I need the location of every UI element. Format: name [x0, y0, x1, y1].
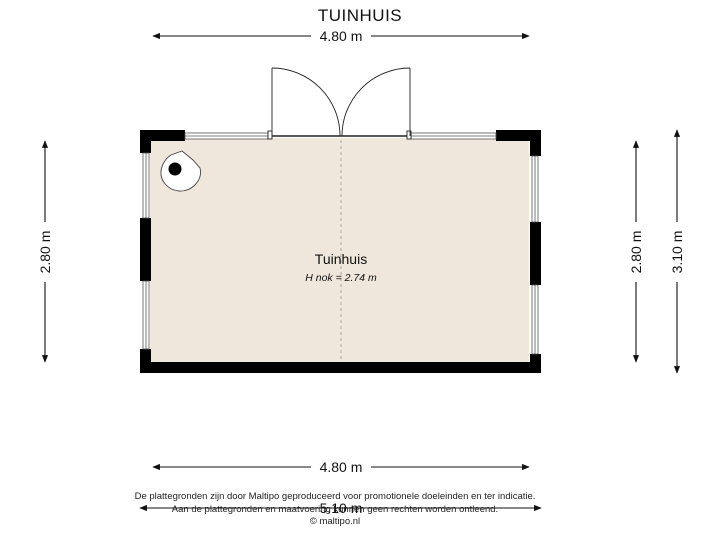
door-jamb-right	[406, 130, 412, 140]
wall-left-bottom	[140, 349, 151, 373]
window-right-upper	[531, 155, 539, 223]
dim-right-outer-label: 3.10 m	[669, 231, 685, 274]
plan-title: TUINHUIS	[317, 6, 403, 25]
window-left-upper	[142, 152, 150, 219]
window-right-lower	[531, 284, 539, 355]
dim-top-label: 4.80 m	[320, 28, 363, 44]
door-swing-left	[271, 67, 341, 137]
room-height-label: H nok = 2.74 m	[305, 272, 377, 284]
stove-icon	[160, 150, 201, 192]
window-top-left	[184, 132, 269, 140]
dim-left-label: 2.80 m	[37, 231, 53, 274]
disclaimer-line-1: De plattegronden zijn door Maltipo gepro…	[134, 491, 536, 502]
dimension-labels: 4.80 m 4.80 m 5.10 m 2.80 m 2.80 m 3.10 …	[37, 28, 685, 516]
wall-corner-top-right	[496, 130, 541, 141]
window-left-lower	[142, 280, 150, 350]
wall-corner-top-left	[140, 130, 185, 141]
dim-bottom-outer-label: 5.10 m	[320, 500, 363, 516]
door-swing-right	[341, 67, 411, 137]
window-top-right	[410, 132, 497, 140]
double-door	[267, 67, 412, 140]
disclaimer-copyright: © maltipo.nl	[309, 516, 361, 527]
wall-right-bottom	[530, 354, 541, 373]
walls	[140, 130, 541, 373]
windows	[142, 132, 539, 355]
door-jamb-left	[267, 130, 273, 140]
wall-left-middle	[140, 218, 151, 281]
disclaimer-line-2: Aan de plattegronden en maatvoering kunn…	[171, 503, 499, 515]
disclaimer: De plattegronden zijn door Maltipo gepro…	[0, 491, 670, 529]
wall-right-middle	[530, 222, 541, 285]
dim-bottom-inner-label: 4.80 m	[320, 459, 363, 475]
room-name: Tuinhuis	[315, 251, 367, 267]
wall-corner-top-right-post	[530, 130, 541, 156]
dim-right-inner-label: 2.80 m	[628, 231, 644, 274]
wall-bottom	[140, 362, 541, 373]
room-floor	[150, 138, 529, 362]
wall-corner-top-left-post	[140, 130, 151, 153]
